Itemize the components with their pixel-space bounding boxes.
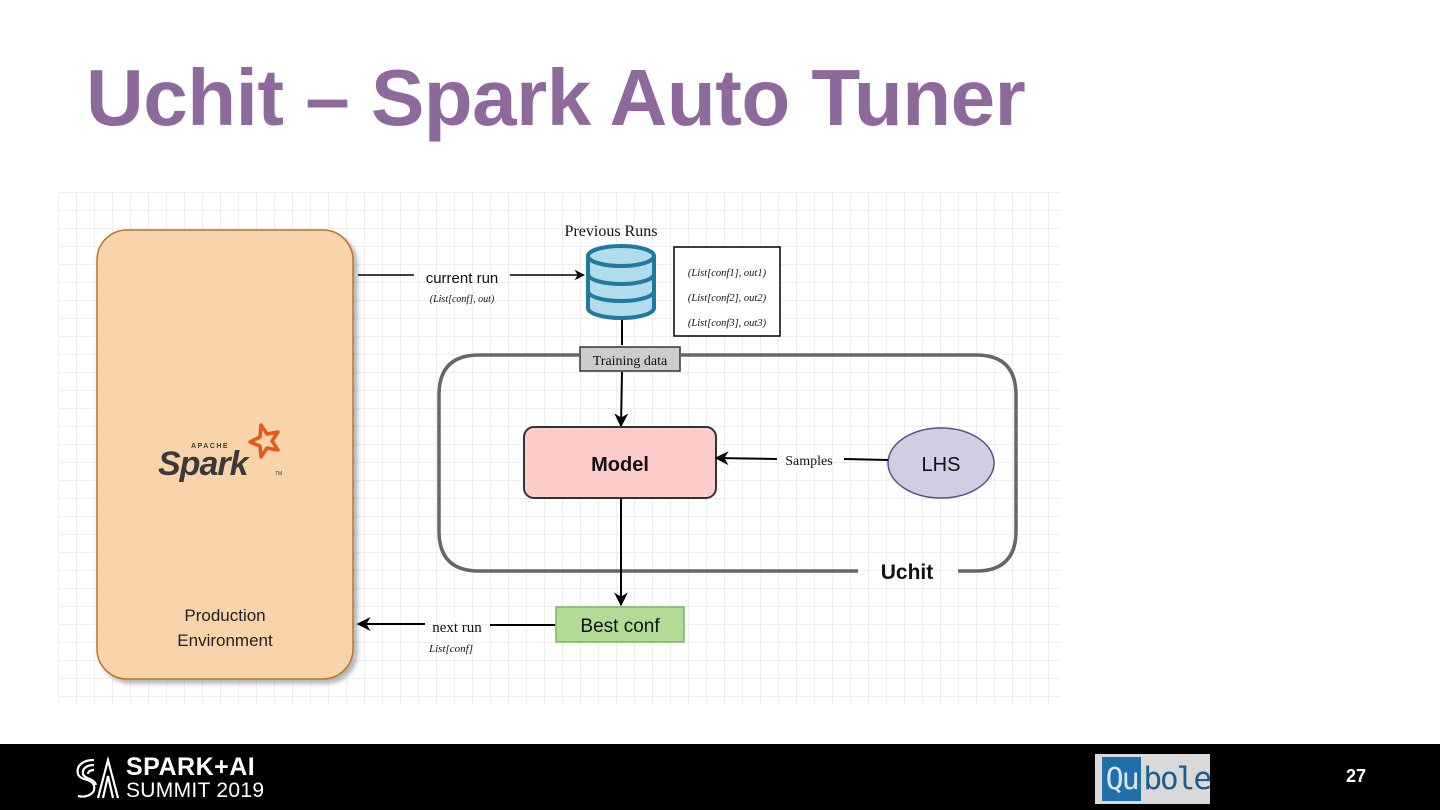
previous-runs-list: (List[conf1], out1) (List[conf2], out2) … xyxy=(673,246,781,337)
event-name-line2: SUMMIT 2019 xyxy=(126,779,265,802)
slide-title: Uchit – Spark Auto Tuner xyxy=(86,53,1026,142)
spark-ai-summit-mark-icon xyxy=(76,756,120,799)
previous-runs-label: Previous Runs xyxy=(565,223,658,240)
model-label: Model xyxy=(591,454,649,476)
best-conf-box: Best conf xyxy=(555,606,685,643)
model-box: Model xyxy=(523,426,717,499)
production-label-line1: Production xyxy=(184,606,265,625)
spark-ai-summit-logo: SPARK+AI SUMMIT 2019 xyxy=(72,753,265,802)
qubole-logo: Qu bole xyxy=(1095,754,1212,804)
next-run-sublabel: List[conf] xyxy=(428,643,473,655)
spark-star-icon xyxy=(248,423,280,459)
qubole-logo-qu: Qu xyxy=(1102,757,1142,801)
previous-run-entry: (List[conf1], out1) xyxy=(688,268,767,279)
uchit-container xyxy=(437,353,1018,573)
qubole-logo-bole: bole xyxy=(1143,761,1212,797)
previous-run-entry: (List[conf2], out2) xyxy=(688,293,767,304)
current-run-sublabel: (List[conf], out) xyxy=(430,294,495,305)
training-data-box: Training data xyxy=(579,346,681,372)
page-number: 27 xyxy=(1346,766,1367,786)
lhs-ellipse: LHS xyxy=(887,427,995,499)
spark-logo-apache: APACHE xyxy=(191,443,229,450)
production-label-line2: Environment xyxy=(177,631,273,650)
lhs-label: LHS xyxy=(922,454,961,476)
production-environment-box xyxy=(96,229,354,680)
database-icon xyxy=(586,244,656,320)
current-run-label: current run xyxy=(426,270,499,287)
next-run-label: next run xyxy=(432,620,482,636)
event-name-line1: SPARK+AI xyxy=(126,753,256,781)
previous-run-entry: (List[conf3], out3) xyxy=(688,318,767,329)
training-to-model-arrow xyxy=(614,371,629,428)
uchit-label: Uchit xyxy=(881,561,934,584)
slide-footer: SPARK+AI SUMMIT 2019 Qu bole 27 xyxy=(0,744,1440,810)
samples-label: Samples xyxy=(785,454,832,469)
samples-arrow xyxy=(714,451,889,466)
best-conf-label: Best conf xyxy=(580,616,660,637)
spark-logo-tm: TM xyxy=(275,471,282,477)
spark-logo-wordmark: Spark xyxy=(158,445,251,483)
next-run-arrow xyxy=(356,617,555,631)
training-data-label: Training data xyxy=(593,354,668,369)
apache-spark-logo: APACHE Spark TM xyxy=(158,423,282,483)
architecture-diagram: APACHE Spark TM Production Environment c… xyxy=(58,192,1060,704)
